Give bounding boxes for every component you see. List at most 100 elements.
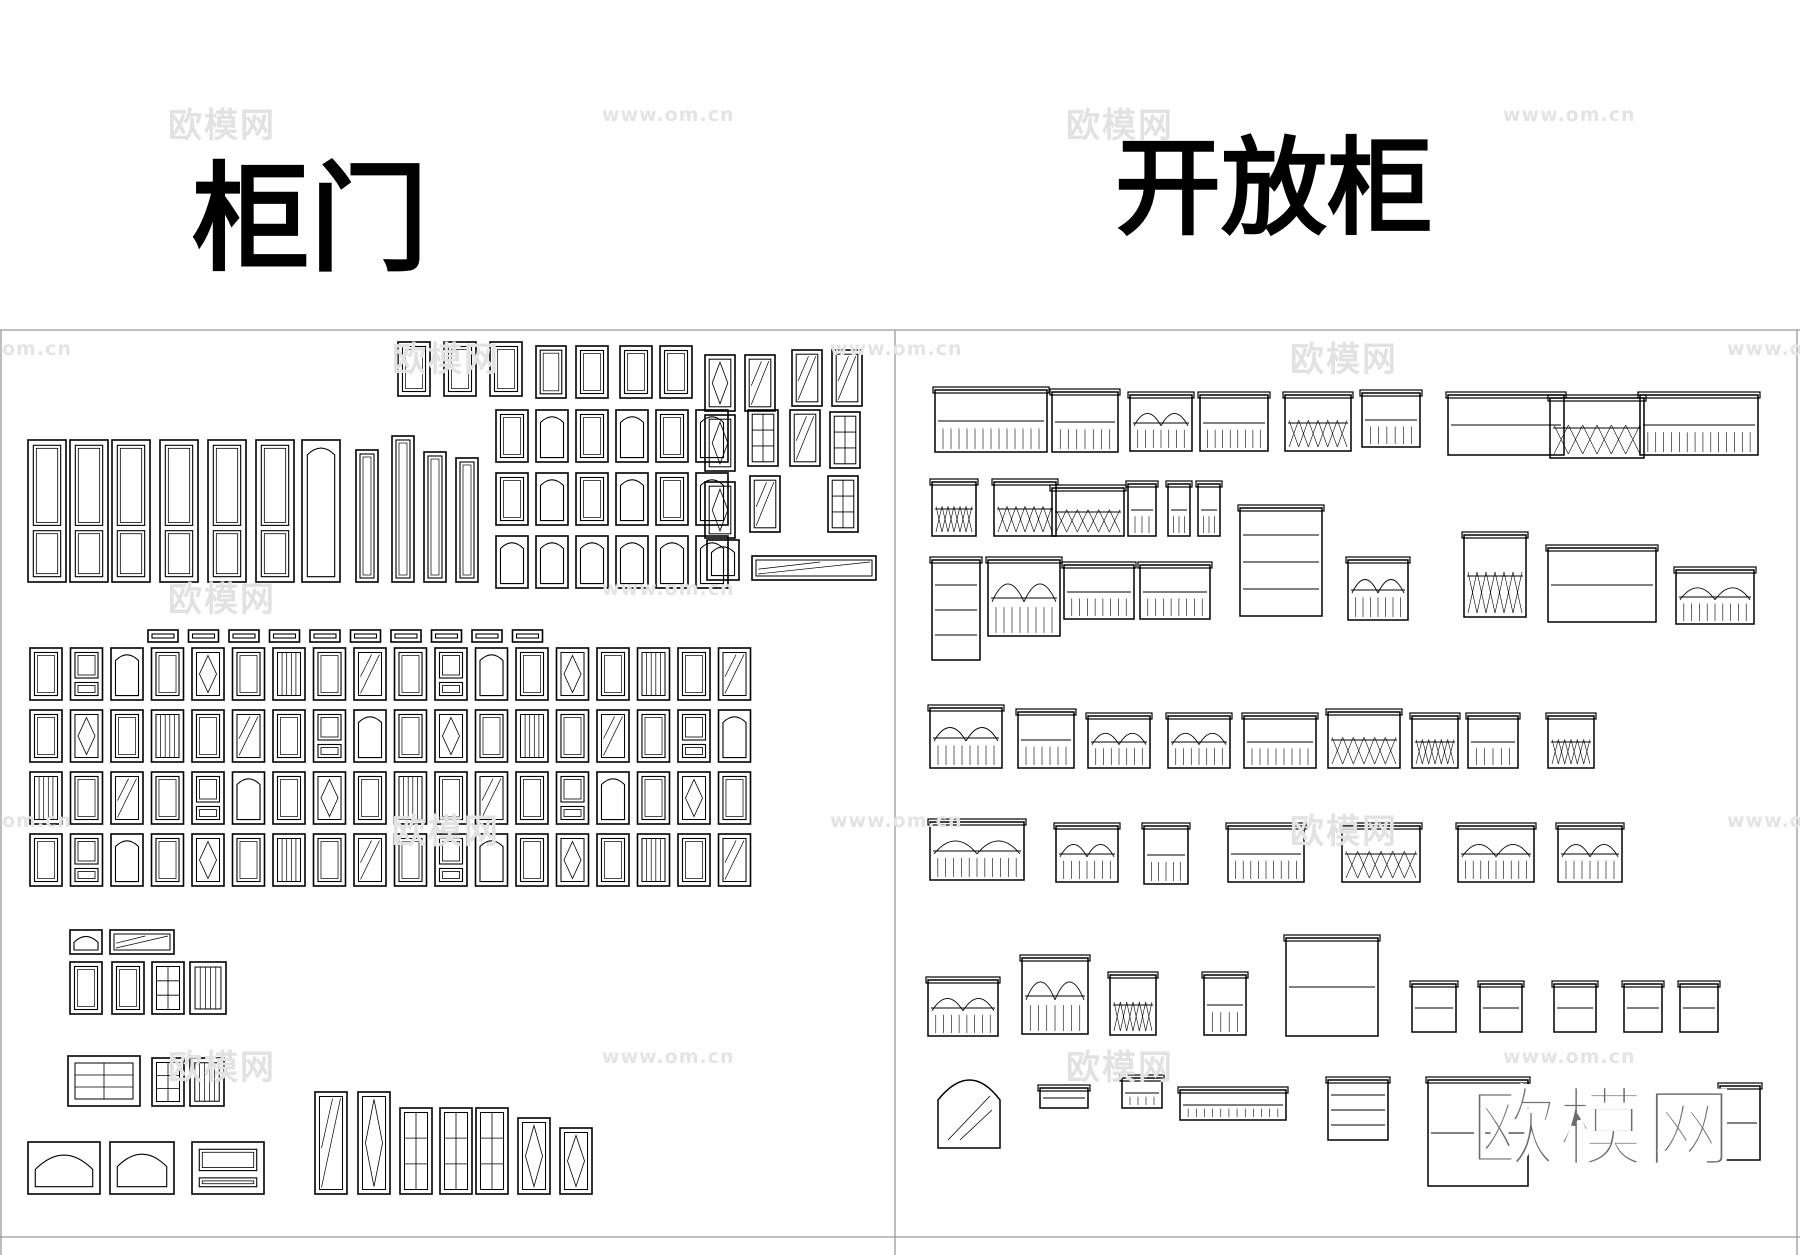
- cabinet-door: [231, 833, 266, 887]
- cabinet-door: [619, 345, 653, 399]
- panel-open-cabinets: [925, 386, 1763, 1187]
- cabinet-door: [717, 833, 752, 887]
- cabinet-door: [636, 647, 671, 701]
- cabinet-door: [393, 647, 428, 701]
- cabinet-door: [393, 771, 428, 825]
- title-open-cabinets: 开放柜: [1115, 125, 1433, 250]
- open-cabinet: [1461, 531, 1529, 618]
- cabinet-door: [150, 833, 185, 887]
- cabinet-door: [575, 472, 609, 526]
- watermark-logo-text: 欧模网: [1066, 1048, 1174, 1088]
- watermark-url: www.om.cn: [1727, 338, 1800, 360]
- cabinet-door: [717, 709, 752, 763]
- open-cabinet: [1359, 389, 1423, 448]
- open-cabinet: [1445, 391, 1567, 456]
- cabinet-door: [475, 1107, 509, 1195]
- open-cabinet: [1325, 1076, 1391, 1141]
- cabinet-door: [515, 647, 549, 701]
- mirror-frame: [937, 1079, 1001, 1149]
- open-cabinet: [1201, 971, 1249, 1036]
- open-cabinet: [1165, 480, 1193, 537]
- cabinet-door: [827, 475, 859, 533]
- cabinet-door: [636, 771, 671, 825]
- cabinet-door: [69, 709, 104, 763]
- cabinet-door: [695, 409, 729, 463]
- open-cabinet: [1545, 544, 1659, 623]
- cabinet-door: [353, 709, 387, 763]
- cabinet-door: [434, 771, 468, 825]
- cabinet-door: [110, 647, 144, 701]
- cabinet-door: [110, 771, 144, 825]
- title-cabinet-doors: 柜门: [192, 149, 429, 288]
- cabinet-door: [29, 647, 63, 701]
- cabinet-door: [231, 771, 266, 825]
- watermark-url: www.om.cn: [1503, 1046, 1636, 1068]
- cabinet-door: [150, 771, 185, 825]
- cabinet-door: [423, 451, 447, 583]
- cabinet-door: [489, 341, 523, 397]
- cabinet-door: [655, 409, 689, 463]
- cabinet-door: [312, 709, 347, 763]
- watermark-logo-text: 欧模网: [1290, 340, 1398, 380]
- cabinet-door: [511, 629, 544, 643]
- cabinet-door: [109, 929, 175, 955]
- cabinet-door: [615, 472, 649, 526]
- cabinet-door: [751, 555, 877, 581]
- cabinet-door: [150, 709, 185, 763]
- cabinet-door: [555, 647, 590, 701]
- open-cabinet: [1015, 708, 1077, 769]
- cabinet-door: [474, 771, 509, 825]
- cabinet-door: [353, 647, 387, 701]
- cabinet-door: [357, 1091, 391, 1195]
- cabinet-door: [272, 771, 306, 825]
- cabinet-door: [309, 629, 341, 643]
- open-cabinet: [1477, 980, 1525, 1033]
- cabinet-door: [495, 409, 529, 463]
- cabinet-door: [655, 472, 689, 526]
- cabinet-door: [187, 629, 220, 643]
- cabinet-door: [189, 1057, 225, 1107]
- cabinet-door: [744, 354, 776, 412]
- cabinet-door: [636, 833, 671, 887]
- cabinet-door: [27, 439, 67, 583]
- cabinet-door: [495, 472, 529, 526]
- cabinet-door: [695, 472, 729, 526]
- cabinet-door: [301, 439, 341, 583]
- open-cabinet: [1455, 822, 1537, 883]
- open-cabinet: [1425, 1076, 1531, 1187]
- cabinet-door: [27, 1141, 101, 1195]
- cabinet-door: [111, 439, 151, 583]
- watermark-logo-text: 欧模网: [168, 580, 276, 620]
- cabinet-door: [535, 345, 567, 399]
- cabinet-door: [69, 771, 104, 825]
- open-cabinet: [929, 556, 983, 661]
- watermark-url: www.om.cn: [1503, 104, 1636, 126]
- cabinet-door: [789, 409, 821, 467]
- cabinet-door: [677, 647, 711, 701]
- cabinet-door: [596, 709, 630, 763]
- cabinet-door: [231, 647, 266, 701]
- cabinet-door: [555, 709, 590, 763]
- open-cabinet: [1547, 394, 1647, 459]
- cabinet-door: [515, 833, 549, 887]
- open-cabinet: [1621, 980, 1665, 1033]
- cabinet-door: [29, 771, 63, 825]
- cabinet-door: [515, 771, 549, 825]
- cabinet-door: [147, 629, 179, 643]
- cabinet-door: [474, 709, 509, 763]
- cabinet-door: [207, 439, 247, 583]
- brand-logo: 欧模网: [1469, 1078, 1734, 1180]
- open-cabinet: [1085, 712, 1153, 769]
- cabinet-door: [397, 341, 431, 397]
- cabinet-door: [150, 647, 185, 701]
- open-cabinet: [1677, 980, 1721, 1033]
- cabinet-door: [636, 709, 671, 763]
- cabinet-door: [69, 961, 103, 1015]
- cabinet-door: [596, 771, 630, 825]
- cabinet-door: [655, 535, 689, 589]
- open-cabinet: [927, 818, 1027, 881]
- cabinet-door: [111, 961, 145, 1015]
- open-cabinet: [1165, 712, 1233, 769]
- cabinet-door: [434, 647, 468, 701]
- open-cabinet: [1225, 822, 1307, 883]
